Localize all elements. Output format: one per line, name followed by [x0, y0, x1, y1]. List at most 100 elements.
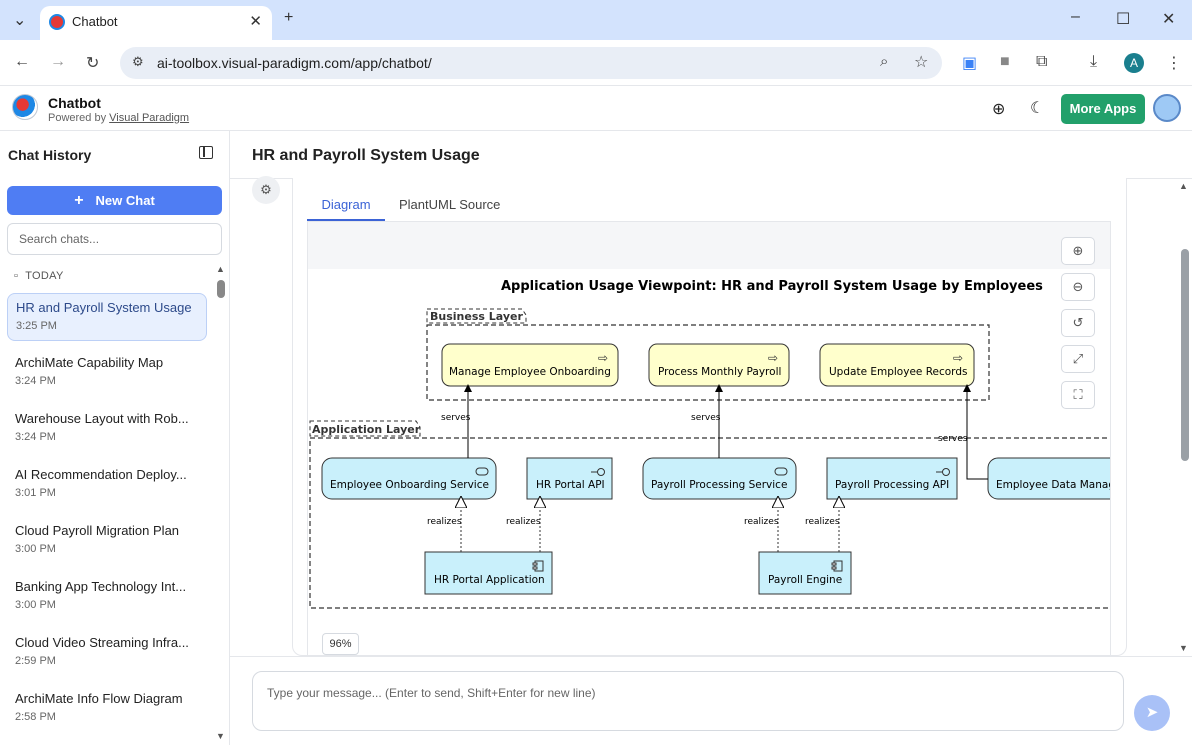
app-service-onboarding[interactable]: Employee Onboarding Service	[321, 457, 497, 500]
extensions-puzzle-icon[interactable]: ⧉	[1036, 53, 1048, 70]
main-scrollbar-thumb[interactable]	[1181, 249, 1189, 461]
serves-relation-1: serves	[441, 384, 472, 458]
business-layer-tab	[426, 308, 527, 324]
interface-icon	[936, 468, 950, 476]
tab-plantuml-source[interactable]: PlantUML Source	[399, 197, 501, 212]
sidebar-scrollbar-thumb[interactable]	[217, 280, 225, 298]
bookmark-star-icon[interactable]: ☆	[914, 54, 929, 71]
interface-icon	[591, 468, 605, 476]
app-service-employee-data[interactable]: Employee Data Manag	[987, 457, 1111, 500]
more-apps-button[interactable]: More Apps	[1061, 94, 1145, 124]
app-component-hr-portal[interactable]: HR Portal Application	[424, 551, 553, 595]
business-process-3-label: Update Employee Records	[829, 366, 967, 378]
process-arrow-icon: ⇨	[768, 351, 778, 365]
tab-diagram[interactable]: Diagram	[307, 196, 385, 221]
send-button[interactable]: ➤	[1134, 695, 1170, 731]
reset-view-button[interactable]: ↺	[1061, 309, 1095, 337]
service-icon	[774, 467, 788, 476]
app-title: Chatbot	[48, 95, 101, 111]
diagram-viewport[interactable]: Application Usage Viewpoint: HR and Payr…	[307, 221, 1111, 656]
browser-menu-icon[interactable]: ⋮	[1166, 55, 1182, 72]
forward-icon[interactable]: →	[50, 53, 66, 70]
chat-item-time: 2:59 PM	[15, 655, 56, 667]
app-logo	[12, 94, 38, 120]
app-component-payroll-engine[interactable]: Payroll Engine	[758, 551, 852, 595]
extension-icon[interactable]: ▣	[962, 55, 978, 72]
scroll-up-icon[interactable]: ▲	[216, 264, 225, 274]
tab-search-icon[interactable]: ⌄	[13, 12, 27, 29]
chat-item-title: Cloud Payroll Migration Plan	[15, 523, 180, 538]
chat-item-time: 3:00 PM	[15, 599, 56, 611]
bot-avatar-icon[interactable]	[1153, 94, 1181, 122]
fullscreen-button[interactable]: ⛶	[1061, 381, 1095, 409]
business-process-2-label: Process Monthly Payroll	[658, 366, 781, 378]
app-service-payroll-label: Payroll Processing Service	[651, 479, 787, 491]
app-component-hr-portal-label: HR Portal Application	[434, 574, 545, 586]
assistant-icon: ⚙	[252, 176, 280, 204]
app-header: Chatbot Powered by Visual Paradigm ⊕ ☾ M…	[0, 86, 1192, 131]
back-icon[interactable]: ←	[14, 53, 30, 70]
browser-tab[interactable]: Chatbot ✕	[40, 6, 272, 40]
address-bar[interactable]: ⚙ ai-toolbox.visual-paradigm.com/app/cha…	[120, 47, 942, 79]
scroll-down-icon[interactable]: ▼	[216, 731, 225, 741]
tab-close-icon[interactable]: ✕	[249, 13, 262, 30]
chat-item-time: 3:00 PM	[15, 543, 56, 555]
chat-history-item[interactable]: Banking App Technology Int...3:00 PM	[7, 573, 207, 621]
chat-item-title: HR and Payroll System Usage	[16, 300, 192, 315]
zoom-in-button[interactable]: ⊕	[1061, 237, 1095, 265]
zoom-level-indicator: 96%	[322, 633, 359, 655]
chat-history-item[interactable]: AI Recommendation Deploy...3:01 PM	[7, 461, 207, 509]
serves-label: serves	[938, 434, 968, 444]
zoom-icon[interactable]: ⌕	[880, 53, 889, 70]
new-tab-icon[interactable]: +	[284, 9, 294, 26]
profile-avatar[interactable]: A	[1124, 53, 1144, 73]
group-today: ▫TODAY	[14, 270, 64, 282]
app-interface-payroll-api-label: Payroll Processing API	[835, 479, 949, 491]
browser-toolbar: ← → ↻ ⚙ ai-toolbox.visual-paradigm.com/a…	[0, 40, 1192, 86]
globe-icon[interactable]: ⊕	[992, 101, 1006, 118]
serves-relation-3: serves	[938, 384, 988, 480]
main-scroll-down-icon[interactable]: ▼	[1179, 643, 1188, 653]
maximize-icon[interactable]: ☐	[1116, 11, 1131, 28]
zoom-out-button[interactable]: ⊖	[1061, 273, 1095, 301]
chat-history-item[interactable]: Warehouse Layout with Rob...3:24 PM	[7, 405, 207, 453]
application-layer-label: Application Layer	[312, 423, 421, 436]
chat-history-item[interactable]: Cloud Video Streaming Infra...2:59 PM	[7, 629, 207, 677]
plus-icon: +	[74, 192, 84, 209]
app-component-payroll-engine-label: Payroll Engine	[768, 574, 842, 586]
reload-icon[interactable]: ↻	[86, 55, 100, 72]
powered-by-link[interactable]: Visual Paradigm	[109, 112, 190, 124]
chat-item-time: 3:01 PM	[15, 487, 56, 499]
app-service-onboarding-label: Employee Onboarding Service	[330, 479, 489, 491]
app-interface-payroll-api[interactable]: Payroll Processing API	[826, 457, 958, 500]
business-process-3[interactable]: Update Employee Records ⇨	[819, 343, 975, 387]
chat-extension-icon[interactable]: ■	[1000, 53, 1010, 70]
app-interface-hr-portal-api[interactable]: HR Portal API	[526, 457, 613, 500]
business-process-2[interactable]: Process Monthly Payroll ⇨	[648, 343, 790, 387]
minimize-icon[interactable]: –	[1071, 8, 1080, 25]
component-icon	[831, 560, 843, 572]
business-process-1[interactable]: Manage Employee Onboarding ⇨	[441, 343, 619, 387]
chat-item-time: 3:24 PM	[15, 375, 56, 387]
dark-mode-icon[interactable]: ☾	[1030, 100, 1045, 117]
message-input[interactable]	[252, 671, 1124, 731]
component-icon	[532, 560, 544, 572]
main-scroll-up-icon[interactable]: ▲	[1179, 181, 1188, 191]
window-close-icon[interactable]: ✕	[1162, 11, 1176, 28]
chat-history-item[interactable]: Cloud Payroll Migration Plan 3:00 PM	[7, 517, 207, 565]
send-icon: ➤	[1145, 704, 1159, 721]
serves-relation-2: serves	[691, 384, 723, 458]
app-service-payroll[interactable]: Payroll Processing Service	[642, 457, 797, 500]
site-info-icon[interactable]: ⚙	[132, 54, 144, 69]
new-chat-button[interactable]: +New Chat	[7, 186, 222, 215]
service-icon	[475, 467, 489, 476]
download-icon[interactable]: ⤓	[1090, 53, 1098, 70]
search-chats-input[interactable]	[7, 223, 222, 255]
fit-to-screen-button[interactable]: ⤢	[1061, 345, 1095, 373]
sidebar-toggle-icon[interactable]	[199, 146, 213, 159]
tab-title: Chatbot	[72, 14, 118, 29]
url-text: ai-toolbox.visual-paradigm.com/app/chatb…	[157, 55, 432, 71]
